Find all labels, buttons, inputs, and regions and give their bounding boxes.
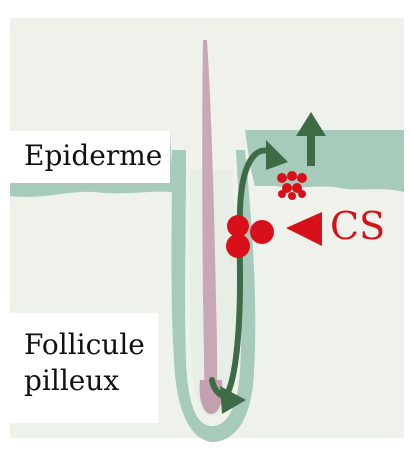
follicule-label: Follicule pilleux — [10, 313, 158, 423]
up-arrow-shaft — [307, 134, 315, 166]
follicule-label-line1: Follicule — [24, 327, 158, 363]
follicule-label-line2: pilleux — [24, 363, 158, 399]
epiderme-label: Epiderme — [10, 131, 170, 183]
cs-label: CS — [330, 207, 385, 245]
